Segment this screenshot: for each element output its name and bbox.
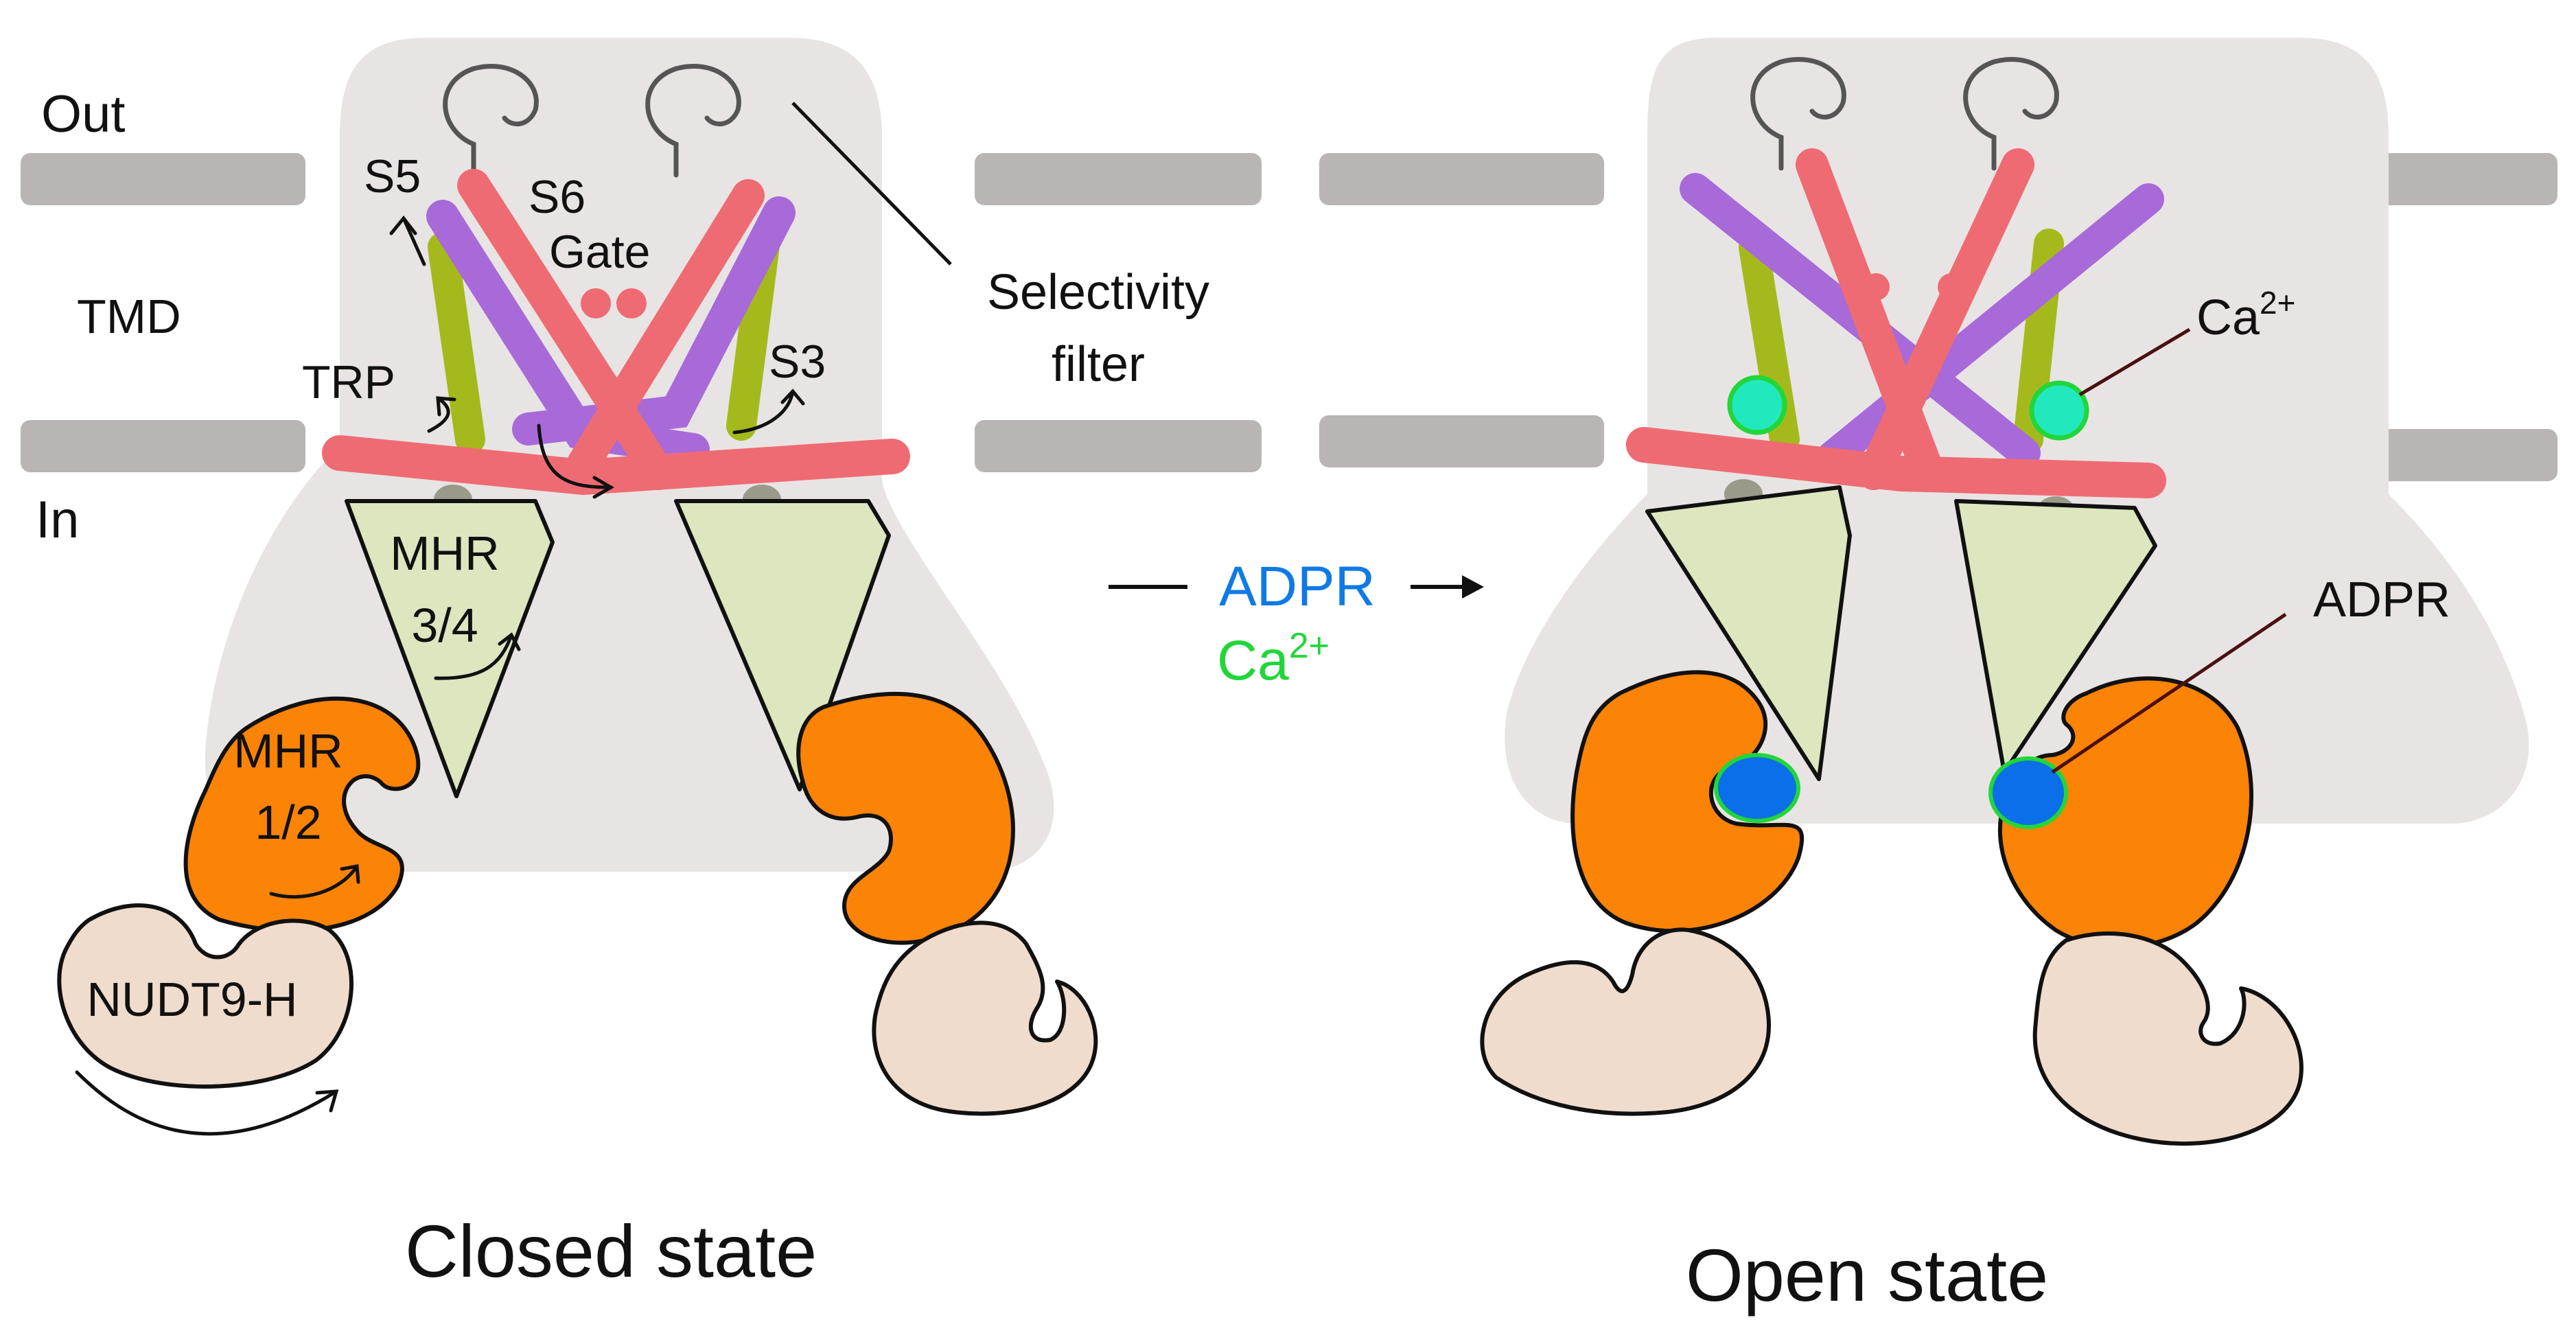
membrane-bar-inner [21,420,305,472]
membrane-bar-inner [1319,415,1604,467]
selectivity-filter-label: filter [1052,337,1145,392]
gate-residue [1938,273,1965,301]
out-label: Out [41,85,126,143]
membrane-bar-outer [1319,153,1604,205]
trp-helix [322,435,910,496]
arrowhead [780,389,805,406]
gate-residue [581,288,611,318]
selectivity-filter-label: Selectivity [987,265,1209,320]
mhr12-label: 1/2 [255,796,321,849]
mhr34-label: 3/4 [411,599,478,652]
selectivity-filter-loop-right [1963,56,2059,171]
s3-helix-left [428,232,485,454]
mhr12-domain-left [1570,670,1804,934]
closed-state-title: Closed state [405,1209,817,1293]
s6-label: S6 [529,171,585,223]
in-label: In [36,491,79,549]
s5-label: S5 [364,150,421,202]
adpr-label: ADPR [2313,572,2450,627]
arrowhead [315,1089,339,1113]
s6-helix-right [1857,148,2034,490]
mhr12-motion-arrow [269,864,359,899]
mhr34-domain-left [345,499,555,798]
open-state-title: Open state [1686,1233,2048,1317]
arrowhead [389,215,417,235]
mhr12-domain-right [796,691,1015,945]
transition-adpr-label: ADPR [1219,555,1376,618]
trp-label: TRP [302,356,395,408]
s5-motion-arrow [402,216,426,266]
nudt9h-motion-arrow [75,1070,338,1136]
selectivity-filter-pointer [791,102,952,266]
mhr12-domain-left [183,696,421,933]
state-transition [1109,575,1484,599]
membrane-bar-outer [975,153,1262,205]
closed-state-channel [57,38,1098,1136]
nudt9h-domain-right [2032,931,2304,1146]
tmd-label: TMD [77,290,181,343]
arrowhead [498,632,521,651]
s5-helix-right [512,196,796,445]
transition-calcium-text: Ca [1217,629,1289,692]
calcium-pointer-line [2078,327,2191,397]
adpr-ligand-left [1714,753,1800,823]
adpr-ligand-right [1988,756,2068,829]
mhr12-domain-right [1997,676,2253,950]
gate-label: Gate [549,226,650,278]
adpr-pointer-line [2051,612,2287,774]
transition-calcium-superscript: 2+ [1289,626,1330,666]
mhr34-label: MHR [390,526,499,580]
labels: Out TMD In S5 S6 Gate TRP S3 Selectivity… [36,85,2450,1317]
gate-residue [616,288,647,318]
selectivity-filter-loop-left [1750,56,1846,171]
calcium-label: Ca2+ [2196,285,2296,345]
arrowhead [592,476,614,499]
membrane-bar-inner [975,420,1262,472]
selectivity-filter-loop-right [645,63,741,178]
arrowhead [436,396,456,417]
s3-label: S3 [769,336,826,388]
nudt9h-label: NUDT9-H [86,973,297,1026]
nudt9h-domain-left [1480,927,1771,1116]
transition-arrowhead [1462,575,1484,599]
calcium-label-text: Ca [2196,290,2260,345]
nudt9h-domain-right [872,920,1098,1116]
trp-motion-arrow [427,396,450,433]
mhr34-domain-right [674,499,891,791]
selectivity-filter-loop-left [443,63,539,178]
mhr34-domain-right [1954,499,2157,774]
calcium-label-superscript: 2+ [2260,285,2295,321]
s6-helix-right [567,179,765,480]
trp-helix [1626,427,2166,498]
mhr34-motion-arrow [434,633,513,680]
calcium-ion-right [2029,380,2089,441]
s6-helix-left [457,169,675,490]
transition-calcium-label: Ca2+ [1217,626,1330,692]
mhr34-domain-left [1645,485,1852,781]
mhr12-label: MHR [233,724,343,778]
open-state-channel [1480,38,2529,1146]
arrowhead [340,864,360,884]
s3-motion-arrow [732,389,795,434]
calcium-ion-left [1727,375,1787,435]
nudt9h-domain-left [57,903,354,1089]
membrane-bar-outer [21,153,305,205]
gate-motion-arrow [537,424,613,489]
gate-residue [1862,273,1890,301]
